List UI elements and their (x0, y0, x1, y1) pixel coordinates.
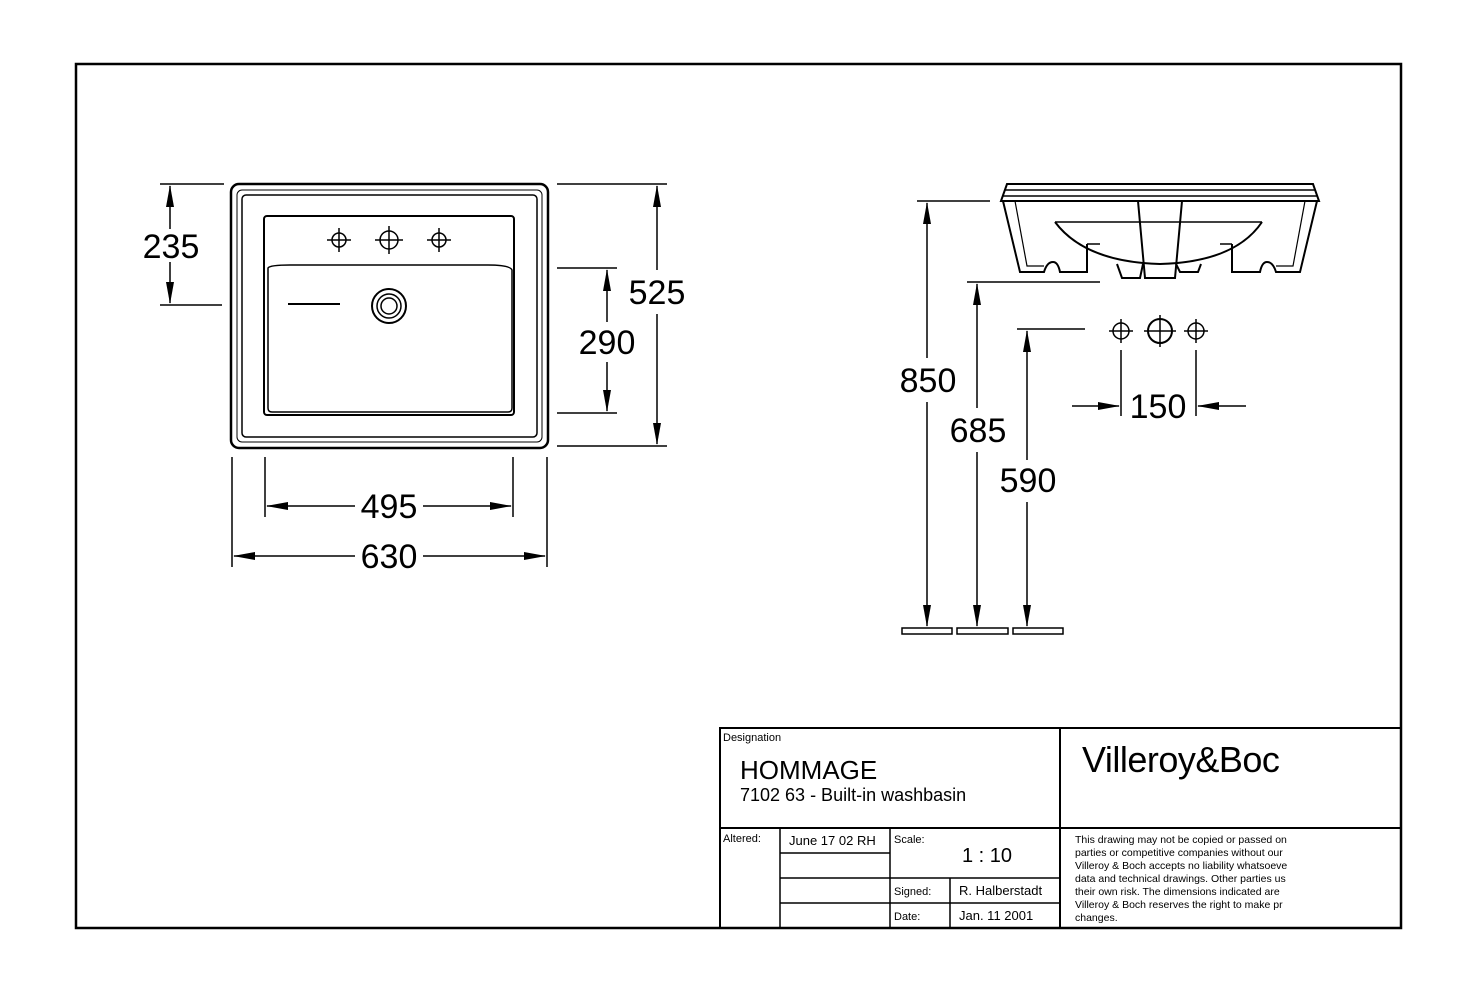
basin-rim-band (241, 194, 538, 438)
bowl-outline (267, 264, 513, 413)
disclaimer-line: their own risk. The dimensions indicated… (1075, 886, 1280, 898)
bowl-profile (1054, 221, 1263, 266)
disclaimer-line: This drawing may not be copied or passed… (1075, 834, 1287, 846)
basin-outer-rim (229, 182, 550, 450)
date-label: Date: (894, 911, 920, 923)
dim-525-label: 525 (629, 274, 686, 312)
drain-icon (371, 288, 407, 324)
tap-hole-right-icon (427, 228, 451, 252)
product-name: HOMMAGE (740, 755, 877, 785)
top-view (229, 182, 550, 450)
dim-290-label: 290 (579, 324, 636, 362)
tap-hole-left-icon (327, 228, 351, 252)
tap-hole-center-icon (375, 226, 403, 254)
dim-590-label: 590 (1000, 462, 1057, 500)
brand-logo: Villeroy&Boc (1082, 739, 1280, 780)
disclaimer-line: data and technical drawings. Other parti… (1075, 873, 1286, 885)
date-value: Jan. 11 2001 (959, 908, 1033, 923)
drawing-frame (74, 62, 1403, 930)
signed-label: Signed: (894, 886, 931, 898)
altered-value: June 17 02 RH (789, 833, 876, 848)
dim-495-label: 495 (361, 488, 418, 526)
dim-685-label: 685 (950, 412, 1007, 450)
basin-deck (263, 215, 515, 416)
product-description: 7102 63 - Built-in washbasin (740, 785, 966, 805)
scale-value: 1 : 10 (962, 845, 1012, 867)
disclaimer: This drawing may not be copied or passed… (1075, 834, 1287, 924)
top-view-dimension-lines (160, 183, 667, 567)
disclaimer-line: parties or competitive companies without… (1075, 847, 1283, 859)
dim-235-label: 235 (143, 228, 200, 266)
dim-850-label: 850 (900, 362, 957, 400)
disclaimer-line: Villeroy & Boch accepts no liability wha… (1075, 860, 1287, 872)
disclaimer-line: Villeroy & Boch reserves the right to ma… (1075, 899, 1283, 911)
side-tap-hole-right-icon (1184, 319, 1208, 343)
altered-label: Altered: (723, 833, 761, 845)
dim-150-label: 150 (1130, 388, 1187, 426)
signed-value: R. Halberstadt (959, 883, 1042, 898)
title-block (719, 727, 1402, 929)
side-view (999, 183, 1321, 279)
dim-630-label: 630 (361, 538, 418, 576)
disclaimer-line: changes. (1075, 912, 1118, 924)
basin-inner-rim (236, 189, 543, 443)
scale-label: Scale: (894, 834, 925, 846)
drain-outlet-profile (1116, 263, 1144, 279)
side-view-dimension-lines (901, 200, 1246, 635)
side-tap-hole-center-icon (1144, 315, 1176, 347)
side-tap-hole-left-icon (1109, 319, 1133, 343)
basin-body-profile (1002, 200, 1088, 273)
designation-label: Designation (723, 732, 781, 744)
basin-rim-profile (999, 183, 1321, 202)
